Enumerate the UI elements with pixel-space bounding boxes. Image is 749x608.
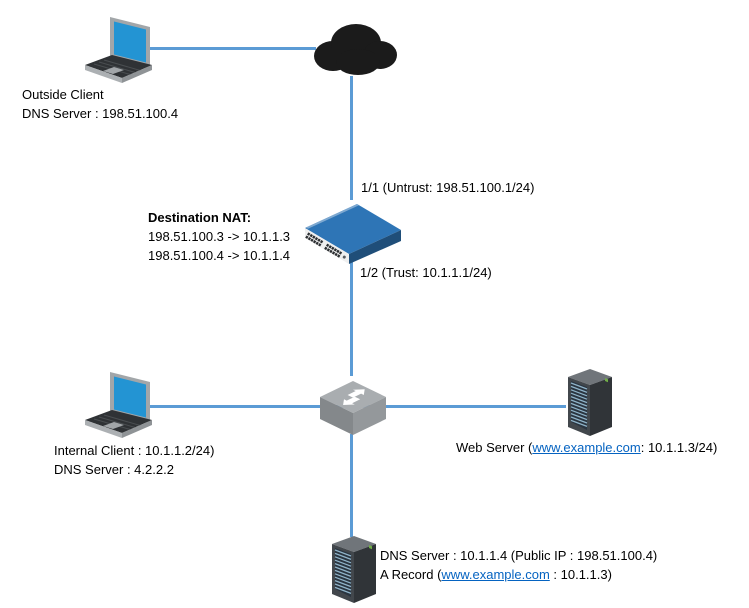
a-record-link[interactable]: www.example.com: [441, 567, 550, 582]
dns-server-label: DNS Server : 10.1.1.4 (Public IP : 198.5…: [380, 546, 657, 584]
dns-server-a-record: A Record (www.example.com : 10.1.1.3): [380, 565, 657, 584]
server-tower-icon: [332, 536, 376, 603]
node-switch: [316, 375, 390, 439]
web-server-link[interactable]: www.example.com: [532, 440, 641, 455]
connector-firewall-to-switch: [350, 262, 353, 376]
node-outside-client: [83, 14, 167, 86]
node-internet-cloud: [303, 13, 407, 81]
a-record-prefix: A Record (: [380, 567, 442, 582]
laptop-icon: [85, 17, 152, 83]
switch-icon: [320, 381, 386, 435]
web-server-suffix: : 10.1.1.3/24): [640, 440, 718, 455]
dns-server-ip: DNS Server : 10.1.1.4 (Public IP : 198.5…: [380, 548, 658, 563]
a-record-suffix: : 10.1.1.3): [549, 567, 612, 582]
internal-client-dns: DNS Server : 4.2.2.2: [54, 462, 174, 477]
internal-client-label: Internal Client : 10.1.1.2/24) DNS Serve…: [54, 441, 214, 479]
trust-port-label: 1/2 (Trust: 10.1.1.1/24): [360, 265, 492, 280]
outside-client-dns: DNS Server : 198.51.100.4: [22, 106, 179, 121]
connector-cloud-to-firewall: [350, 76, 353, 200]
nat-rule-2: 198.51.100.4 -> 10.1.1.4: [148, 248, 291, 263]
connector-outside-client-to-cloud: [148, 47, 316, 50]
nat-rule-1: 198.51.100.3 -> 10.1.1.3: [148, 229, 291, 244]
internal-client-ip: Internal Client : 10.1.1.2/24): [54, 443, 215, 458]
nat-title: Destination NAT:: [148, 210, 252, 225]
firewall-appliance-icon: [305, 204, 401, 264]
outside-client-label: Outside Client DNS Server : 198.51.100.4: [22, 85, 178, 123]
node-web-server: [561, 366, 619, 440]
web-server-label: Web Server (www.example.com: 10.1.1.3/24…: [456, 438, 717, 457]
untrust-port-label: 1/1 (Untrust: 198.51.100.1/24): [361, 180, 535, 195]
node-internal-client: [83, 369, 167, 441]
outside-client-name: Outside Client: [22, 87, 104, 102]
node-firewall: [299, 196, 407, 268]
connector-switch-to-dns-server: [350, 434, 353, 537]
destination-nat-label: Destination NAT: 198.51.100.3 -> 10.1.1.…: [148, 208, 290, 265]
server-tower-icon: [568, 369, 612, 436]
web-server-prefix: Web Server (: [456, 440, 533, 455]
cloud-icon: [314, 24, 397, 75]
laptop-icon: [85, 372, 152, 438]
node-dns-server: [325, 533, 383, 607]
